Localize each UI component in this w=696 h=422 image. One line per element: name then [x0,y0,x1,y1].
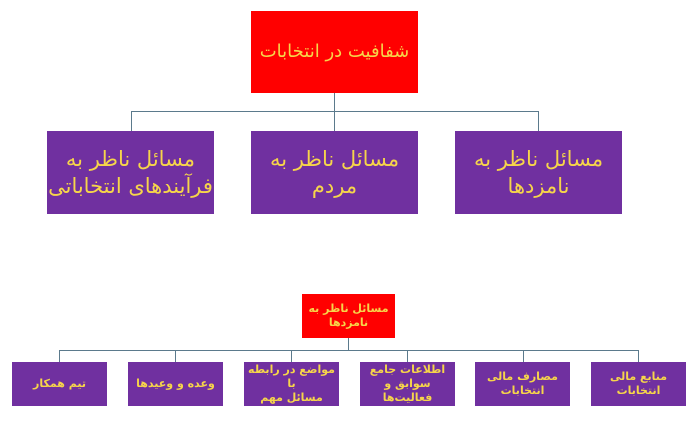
node-electoral-processes: مسائل ناظر به فرآیندهای انتخاباتی [47,131,214,214]
node-label: مسائل ناظر به [308,302,389,316]
node-label: مصارف مالی [487,370,558,384]
node-label: نامزدها [507,173,570,198]
node-label: مسائل ناظر به [269,147,400,172]
node-label: تیم همکار [33,377,86,391]
node-label: اطلاعات جامع [369,363,446,377]
root-node-candidates: مسائل ناظر به نامزدها [302,294,395,338]
node-records: اطلاعات جامع سوابق و فعالیت‌ها [360,362,455,406]
node-label: مسائل ناظر به [65,147,196,172]
node-label: سوابق و فعالیت‌ها [382,377,433,404]
connector [334,93,335,112]
node-promises: وعده و وعیدها [128,362,223,406]
node-positions: مواضع در رابطه با مسائل مهم [244,362,339,406]
connector [131,111,539,112]
node-team: تیم همکار [12,362,107,406]
node-label: فرآیندهای انتخاباتی [48,173,213,198]
root-node-transparency: شفافیت در انتخابات [251,11,418,93]
node-expenses: مصارف مالی انتخابات [475,362,570,406]
connector [334,111,335,131]
node-label: نامزدها [328,316,369,329]
root-node-label: شفافیت در انتخابات [259,40,410,62]
connector [59,350,60,362]
connector [407,350,408,362]
connector [348,338,349,350]
node-label: مسائل مهم [260,390,323,404]
node-label: انتخابات [500,384,545,397]
node-label: مواضع در رابطه با [248,363,335,391]
connector [59,350,639,351]
connector [638,350,639,362]
connector [523,350,524,362]
connector [291,350,292,362]
node-label: مردم [311,173,358,198]
node-people: مسائل ناظر به مردم [251,131,418,214]
node-funding: منابع مالی انتخابات [591,362,686,406]
node-label: وعده و وعیدها [136,377,215,391]
connector [538,111,539,131]
node-label: مسائل ناظر به [473,147,604,172]
node-candidates: مسائل ناظر به نامزدها [455,131,622,214]
node-label: منابع مالی انتخابات [609,370,668,397]
connector [131,111,132,131]
connector [175,350,176,362]
